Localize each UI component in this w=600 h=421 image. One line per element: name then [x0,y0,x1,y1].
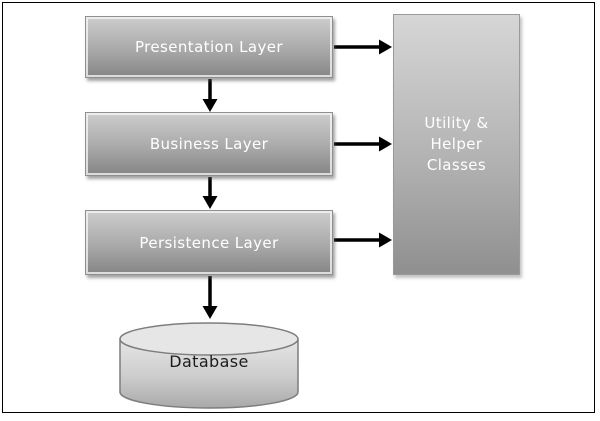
diagram-border-frame [2,2,595,413]
presentation-layer-node: Presentation Layer [85,16,333,78]
utility-label-line-2: Helper [430,135,483,153]
utility-label-line-3: Classes [426,156,487,174]
utility-label-line-1: Utility & [424,114,489,132]
business-layer-label: Business Layer [149,135,269,153]
business-layer-node: Business Layer [85,112,333,176]
persistence-layer-label: Persistence Layer [139,233,279,252]
database-label: Database [169,352,249,371]
presentation-layer-label: Presentation Layer [135,38,283,56]
persistence-layer-node: Persistence Layer [85,210,333,275]
utility-helper-classes-node: Utility & Helper Classes [393,14,520,275]
